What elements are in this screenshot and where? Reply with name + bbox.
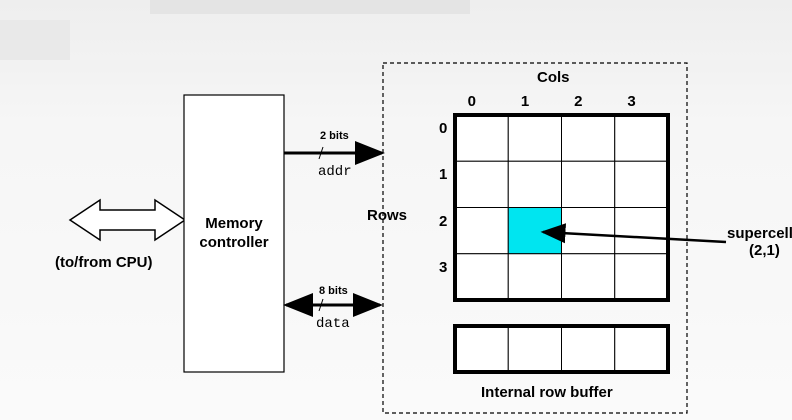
data-bus-slash — [318, 298, 324, 312]
background-panel — [0, 20, 70, 60]
row-buffer-cell — [454, 325, 509, 373]
supercell — [454, 207, 509, 255]
internal-row-buffer — [453, 324, 670, 374]
cpu-bus-double-arrow — [68, 198, 187, 242]
supercell — [454, 253, 509, 301]
supercell — [507, 253, 562, 301]
supercell-array — [453, 113, 670, 302]
data-signal-label: data — [316, 316, 350, 332]
col-index-label: 1 — [520, 93, 530, 110]
supercell — [561, 160, 616, 208]
row-buffer-cell — [614, 325, 669, 373]
data-width-label: 8 bits — [319, 285, 348, 297]
row-buffer-cell — [507, 325, 562, 373]
supercell-callout-line2: (2,1) — [749, 242, 780, 259]
row-buffer-border — [453, 324, 670, 374]
row-buffer-cell — [561, 325, 616, 373]
supercell — [561, 253, 616, 301]
addr-bus-slash — [318, 146, 324, 160]
addr-signal-label: addr — [318, 164, 352, 180]
dram-chip-boundary — [382, 62, 688, 414]
supercell — [614, 114, 669, 162]
background-panel — [150, 0, 470, 14]
supercell — [614, 207, 669, 255]
cpu-label: (to/from CPU) — [55, 254, 153, 271]
supercell — [614, 160, 669, 208]
memory-controller-box — [183, 94, 285, 373]
supercell — [614, 253, 669, 301]
row-index-label: 3 — [439, 258, 448, 276]
rows-label: Rows — [367, 207, 408, 224]
row-index-label: 0 — [439, 120, 448, 138]
col-index-label: 2 — [574, 93, 583, 110]
supercell-callout: supercell (2,1) — [727, 225, 792, 259]
supercell — [561, 114, 616, 162]
row-index-label: 1 — [439, 166, 448, 184]
supercell — [507, 160, 562, 208]
memory-controller-line1: Memory — [205, 215, 263, 232]
supercell — [454, 114, 509, 162]
supercell-highlighted — [507, 207, 562, 255]
supercell — [507, 114, 562, 162]
cols-label: Cols — [537, 69, 570, 86]
col-index-label: 3 — [627, 93, 636, 110]
col-index-label: 0 — [467, 93, 476, 110]
memory-controller-label: Memory controller — [184, 214, 284, 252]
supercell-array-border — [453, 113, 670, 302]
addr-width-label: 2 bits — [320, 130, 349, 142]
row-index-label: 2 — [439, 212, 448, 230]
supercell-pointer-arrow — [540, 223, 727, 244]
memory-controller-line2: controller — [199, 234, 269, 251]
row-buffer-label: Internal row buffer — [481, 384, 613, 401]
supercell — [454, 160, 509, 208]
supercell — [561, 207, 616, 255]
supercell-callout-line1: supercell — [727, 225, 792, 242]
